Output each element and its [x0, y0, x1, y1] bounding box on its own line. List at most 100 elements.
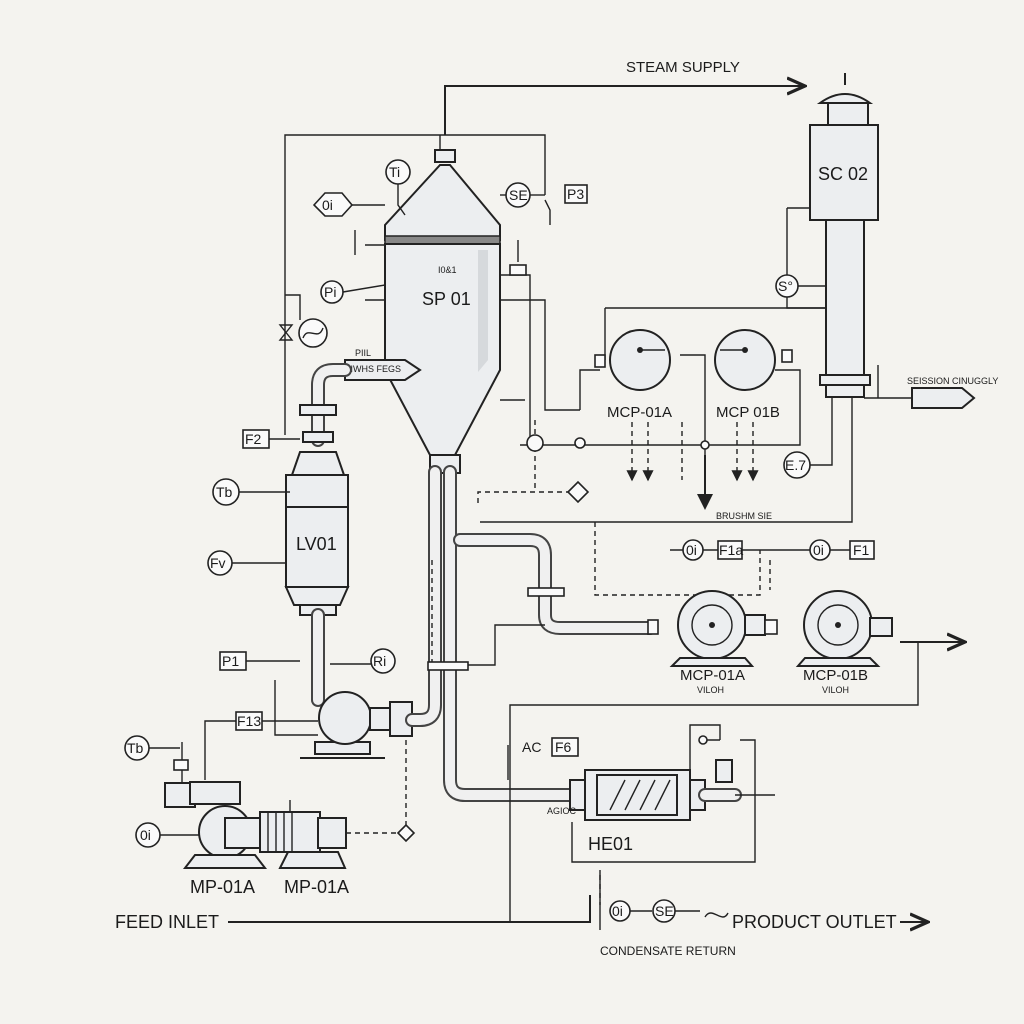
instrument-pi: Pi [320, 280, 386, 304]
svg-text:Fv: Fv [210, 555, 226, 571]
instrument-s-sc: S° [775, 207, 826, 309]
viloh-label-1: VILOH [697, 685, 724, 695]
svg-text:Tb: Tb [216, 484, 233, 500]
svg-text:F6: F6 [555, 739, 572, 755]
sc02-outlet-label: SEISSION CINUGGLY [907, 376, 998, 386]
svg-text:0i: 0i [322, 197, 333, 213]
he01-loop [571, 739, 756, 863]
center-loop [468, 624, 545, 666]
top-loop-line [284, 134, 546, 435]
instrument-fv: Fv [207, 550, 286, 576]
sc02-label: SC 02 [818, 164, 868, 184]
mcp-junction-3 [700, 440, 710, 450]
mp01a-label-2: MP-01A [284, 877, 349, 897]
svg-text:0i: 0i [686, 542, 697, 558]
mcp-return-line [520, 369, 801, 446]
valve-left [278, 324, 294, 341]
sc02-return-line [480, 398, 853, 523]
svg-text:F13: F13 [237, 713, 261, 729]
mcp01b-top-pump [714, 329, 793, 391]
instrument-o-f1a: 0i [682, 539, 704, 561]
svg-text:Ri: Ri [373, 653, 386, 669]
instrument-ri: Ri [330, 648, 396, 674]
sp01-subtag: I0&1 [438, 265, 457, 275]
svg-text:P3: P3 [567, 186, 584, 202]
instrument-f6: F6 AC [507, 737, 579, 780]
dashed-valve-mp [396, 823, 416, 843]
mcp-junction-2 [574, 437, 586, 449]
instrument-se-top: SE [500, 182, 531, 208]
instrument-e7: E.7 [783, 398, 833, 479]
fil-sub: SIIWHS FEGS [342, 364, 401, 374]
product-outlet-label: PRODUCT OUTLET [732, 912, 897, 932]
svg-text:Tb: Tb [127, 740, 144, 756]
sc02-outlet: SEISSION CINUGGLY [864, 365, 998, 409]
instrument-f13: F13 [204, 711, 318, 780]
mcp01a-left-link [579, 369, 600, 410]
svg-text:Ti: Ti [389, 164, 400, 180]
sp01-valve-box [509, 264, 527, 276]
svg-text:F2: F2 [245, 431, 262, 447]
svg-text:Pi: Pi [324, 284, 336, 300]
steam-supply-label: STEAM SUPPLY [626, 59, 740, 76]
steam-supply-line: STEAM SUPPLY [444, 59, 805, 135]
instrument-o-f1: 0i [809, 539, 831, 561]
feed-inlet-label: FEED INLET [115, 912, 219, 932]
mcp01a-top-pump [594, 329, 671, 391]
center-flange [427, 661, 469, 671]
mp01a-label-1: MP-01A [190, 877, 255, 897]
he01-upper-link [689, 724, 721, 780]
p3-line [544, 199, 551, 225]
controller-symbol [285, 294, 328, 348]
instrument-ti: Ti [385, 159, 411, 216]
he01-junction [698, 735, 708, 745]
mcp-junction-1 [526, 434, 544, 452]
control-valve-center [566, 480, 590, 504]
mcp01b-top-label: MCP 01B [716, 404, 780, 421]
svg-text:E.7: E.7 [785, 457, 806, 473]
instrument-p1: P1 [219, 651, 300, 671]
instrument-se-out: SE [655, 903, 674, 919]
pipe-pump-to-dryer [405, 465, 582, 802]
instrument-f2: F2 [242, 429, 300, 449]
mcp-lower-return [509, 642, 919, 922]
main-feed-pump [300, 691, 413, 759]
lv01-vessel: LV01 [284, 404, 350, 616]
condensate-return-label: CONDENSATE RETURN [600, 944, 736, 958]
he-small-label: AGIOC [547, 806, 577, 816]
svg-text:F1: F1 [853, 542, 870, 558]
mcp01b-lower-label: MCP-01B [803, 667, 868, 684]
pipe-to-lv01 [311, 363, 352, 447]
mcp-mid-line [680, 354, 706, 500]
svg-text:P1: P1 [222, 653, 239, 669]
mcp01a-top-label: MCP-01A [607, 404, 672, 421]
instrument-f1a: F1a [717, 540, 743, 560]
sc02-column: SC 02 [809, 73, 879, 398]
svg-text:S°: S° [778, 278, 793, 294]
mcp01a-lower-label: MCP-01A [680, 667, 745, 684]
mcp01b-lower-pump [764, 590, 893, 667]
mp01a-pump-2 [224, 800, 347, 869]
center-small-label: BRUSHM SIE [716, 511, 772, 521]
mcp01a-lower-pump [647, 590, 766, 667]
feed-inlet: FEED INLET [115, 895, 591, 932]
sp01-label: SP 01 [422, 289, 471, 309]
sp01-side-line [500, 299, 580, 411]
dashed-control-sp [477, 491, 568, 503]
instrument-o-out: 0i [612, 903, 623, 919]
lv01-label: LV01 [296, 534, 337, 554]
svg-text:F1a: F1a [719, 542, 743, 558]
pipe-dryer-to-mcp [453, 533, 657, 635]
svg-text:0i: 0i [140, 827, 151, 843]
viloh-label-2: VILOH [822, 685, 849, 695]
instrument-o-low: 0i [135, 822, 200, 848]
spray-dryer-sp01: I0&1 SP 01 [384, 149, 501, 474]
p1-loop [274, 680, 318, 736]
mp01a-pump-1 [164, 742, 268, 869]
product-outlet: 0i SE PRODUCT OUTLET CONDENSATE RETURN [599, 870, 928, 958]
fil-label: PIIL [355, 348, 371, 358]
svg-text:0i: 0i [813, 542, 824, 558]
he01-exchanger: HE01 [569, 759, 742, 854]
instrument-tb-low: Tb [124, 735, 180, 761]
